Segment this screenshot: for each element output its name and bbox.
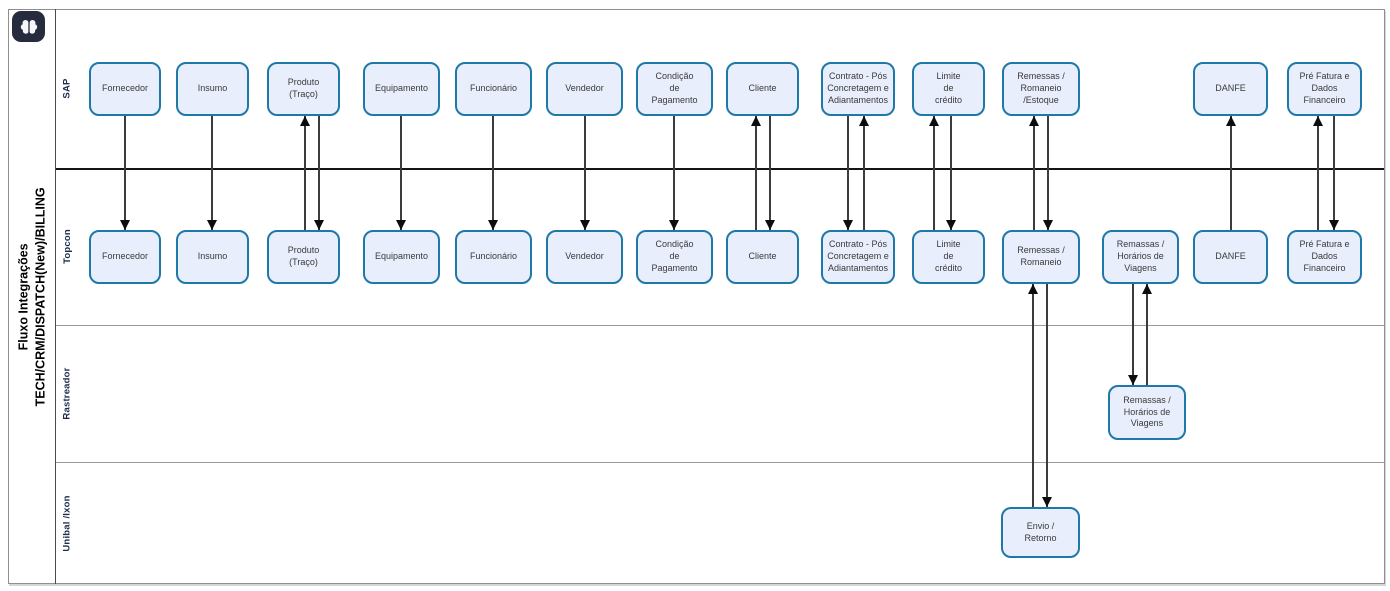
arrow-sap-fornecedor-to-topcon-fornecedor (120, 116, 131, 230)
arrow-sap-vendedor-to-topcon-vendedor (580, 116, 591, 230)
arrowhead-up-icon (1313, 116, 1324, 126)
arrow-topcon-remassas-horarios-to-rastreador-remassas-horarios (1128, 284, 1139, 385)
topcon-equipamento-box: Equipamento (363, 230, 440, 284)
topcon-condicao-pagamento-box: Condição de Pagamento (636, 230, 713, 284)
arrowhead-down-icon (207, 220, 218, 230)
arrowhead-up-icon (1029, 116, 1040, 126)
lane-label-unibal-ixon: Unibal /Ixon (61, 494, 73, 552)
lane-divider-below-topcon (56, 325, 1384, 326)
title-column-divider (55, 9, 56, 584)
arrow-sap-equipamento-to-topcon-equipamento (396, 116, 407, 230)
arrowhead-down-icon (1042, 497, 1053, 507)
arrowhead-down-icon (843, 220, 854, 230)
lane-rastreador: Rastreador (56, 325, 78, 462)
sap-remessas-romaneio-estoque-box: Remessas / Romaneio /Estoque (1002, 62, 1080, 116)
topcon-contrato-box: Contrato - Pós Concretagem e Adiantament… (821, 230, 895, 284)
arrow-sap-funcionario-to-topcon-funcionario (488, 116, 499, 230)
brain-icon (20, 19, 37, 34)
sap-pre-fatura-box: Pré Fatura e Dados Financeiro (1287, 62, 1362, 116)
topcon-produto-traco-box: Produto (Traço) (267, 230, 340, 284)
sap-fornecedor-box: Fornecedor (89, 62, 161, 116)
arrow-sap-limite-credito-to-topcon-limite-credito (946, 116, 957, 230)
topcon-cliente-box: Cliente (726, 230, 799, 284)
topcon-remassas-horarios-box: Remassas / Horários de Viagens (1102, 230, 1179, 284)
arrow-sap-contrato-to-topcon-contrato (843, 116, 854, 230)
arrow-topcon-remessas-romaneio-to-unibal-envio-retorno (1042, 284, 1053, 507)
arrowhead-down-icon (669, 220, 680, 230)
arrowhead-down-icon (1128, 375, 1139, 385)
sap-vendedor-box: Vendedor (546, 62, 623, 116)
arrow-sap-insumo-to-topcon-insumo (207, 116, 218, 230)
sap-insumo-box: Insumo (176, 62, 249, 116)
arrowhead-down-icon (314, 220, 325, 230)
sap-cliente-box: Cliente (726, 62, 799, 116)
unibal-envio-retorno-box: Envio / Retorno (1001, 507, 1080, 558)
lane-label-sap: SAP (61, 78, 73, 99)
arrowhead-down-icon (946, 220, 957, 230)
arrow-sap-cliente-to-topcon-cliente (765, 116, 776, 230)
lane-topcon: Topcon (56, 168, 78, 325)
lane-label-topcon: Topcon (61, 229, 73, 264)
arrow-topcon-remessas-romaneio-to-sap-remessas-romaneio-estoque (1029, 116, 1040, 230)
arrowhead-up-icon (929, 116, 940, 126)
topcon-danfe-box: DANFE (1193, 230, 1268, 284)
arrowhead-up-icon (1226, 116, 1237, 126)
arrowhead-down-icon (765, 220, 776, 230)
arrowhead-down-icon (488, 220, 499, 230)
sap-contrato-box: Contrato - Pós Concretagem e Adiantament… (821, 62, 895, 116)
sap-funcionario-box: Funcionário (455, 62, 532, 116)
arrow-topcon-pre-fatura-to-sap-pre-fatura (1313, 116, 1324, 230)
arrowhead-down-icon (120, 220, 131, 230)
topcon-funcionario-box: Funcionário (455, 230, 532, 284)
topcon-remessas-romaneio-box: Remessas / Romaneio (1002, 230, 1080, 284)
sap-limite-credito-box: Limite de crédito (912, 62, 985, 116)
diagram-frame (8, 9, 1385, 584)
lane-label-rastreador: Rastreador (61, 367, 73, 420)
arrow-topcon-contrato-to-sap-contrato (859, 116, 870, 230)
arrow-topcon-cliente-to-sap-cliente (751, 116, 762, 230)
lane-divider-below-rastreador (56, 462, 1384, 463)
arrowhead-up-icon (300, 116, 311, 126)
arrowhead-up-icon (1142, 284, 1153, 294)
arrowhead-down-icon (1043, 220, 1054, 230)
topcon-insumo-box: Insumo (176, 230, 249, 284)
arrow-topcon-danfe-to-sap-danfe (1226, 116, 1237, 230)
sap-condicao-pagamento-box: Condição de Pagamento (636, 62, 713, 116)
arrow-rastreador-remassas-horarios-to-topcon-remassas-horarios (1142, 284, 1153, 385)
topcon-fornecedor-box: Fornecedor (89, 230, 161, 284)
arrow-sap-pre-fatura-to-topcon-pre-fatura (1329, 116, 1340, 230)
lane-sap: SAP (56, 9, 78, 168)
app-logo (12, 11, 45, 42)
arrow-topcon-produto-traco-to-sap-produto-traco (300, 116, 311, 230)
lane-unibal-ixon: Unibal /Ixon (56, 462, 78, 584)
sap-produto-traco-box: Produto (Traço) (267, 62, 340, 116)
arrow-unibal-envio-retorno-to-topcon-remessas-romaneio (1028, 284, 1039, 507)
arrowhead-down-icon (1329, 220, 1340, 230)
arrow-topcon-limite-credito-to-sap-limite-credito (929, 116, 940, 230)
arrow-sap-remessas-romaneio-estoque-to-topcon-remessas-romaneio (1043, 116, 1054, 230)
arrowhead-up-icon (859, 116, 870, 126)
arrowhead-down-icon (396, 220, 407, 230)
rastreador-remassas-horarios-box: Remassas / Horários de Viagens (1108, 385, 1186, 440)
arrowhead-down-icon (580, 220, 591, 230)
topcon-vendedor-box: Vendedor (546, 230, 623, 284)
lane-divider-below-sap (56, 168, 1384, 170)
arrowhead-up-icon (1028, 284, 1039, 294)
arrow-sap-produto-traco-to-topcon-produto-traco (314, 116, 325, 230)
sap-equipamento-box: Equipamento (363, 62, 440, 116)
arrowhead-up-icon (751, 116, 762, 126)
sap-danfe-box: DANFE (1193, 62, 1268, 116)
arrow-sap-condicao-pagamento-to-topcon-condicao-pagamento (669, 116, 680, 230)
topcon-limite-credito-box: Limite de crédito (912, 230, 985, 284)
topcon-pre-fatura-box: Pré Fatura e Dados Financeiro (1287, 230, 1362, 284)
